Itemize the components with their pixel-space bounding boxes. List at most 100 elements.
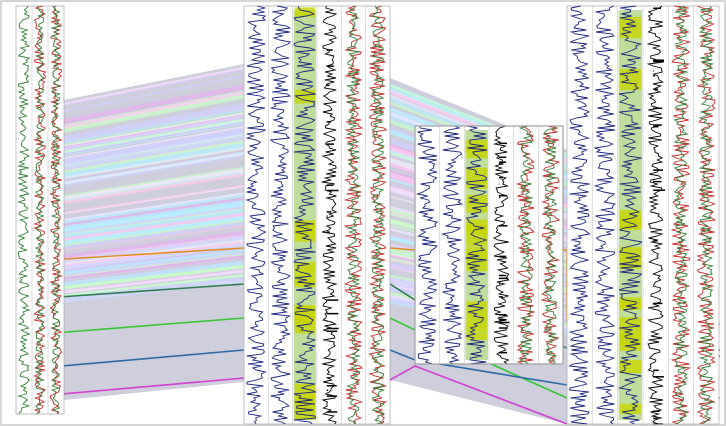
band-left-streak [64,155,244,187]
porosity-spike [326,121,332,123]
band-left-streak [64,91,244,129]
band-left-streak [64,118,244,153]
resistivity-curve [540,125,561,365]
sand-interval [466,167,487,189]
porosity-spike [498,274,507,277]
band-left-streak [64,230,244,256]
porosity-spike [653,180,662,183]
sand-interval [466,325,487,333]
band-left-streak [64,248,244,274]
porosity-spike [653,169,664,171]
well-log-columns[interactable] [15,5,720,425]
resistivity-curve [696,5,717,425]
sand-interval [466,224,487,246]
band-left-streak [64,149,244,181]
sand-interval [294,7,315,17]
porosity-spike [326,189,339,192]
band-left-streak [64,84,244,124]
resistivity-curve [48,5,63,415]
porosity-spike [326,84,330,87]
band-left-streak [64,264,244,289]
resistivity-secondary-curve [543,125,559,365]
porosity-spike [326,389,329,391]
lithology-curve [465,125,488,365]
sand-interval [466,219,487,228]
porosity-spike [326,312,339,315]
sand-interval [619,301,641,308]
porosity-spike [326,231,330,233]
porosity-spike [498,318,507,321]
porosity-spike [498,282,501,285]
resistivity-secondary-curve [50,5,62,415]
sand-interval [619,403,641,414]
porosity-spike [326,143,334,145]
band-left-streak [64,66,244,105]
lithology-curve [618,5,643,425]
selection-overlay[interactable] [414,125,564,365]
porosity-spike [498,161,507,163]
band-left-streak [64,260,244,287]
porosity-spike [498,196,501,199]
porosity-spike [498,255,507,258]
band-left-streak [64,152,244,185]
sand-interval [466,194,487,213]
well-column-w2[interactable] [243,5,391,425]
porosity-spike [498,351,508,354]
band-left-streak [64,216,244,245]
density-curve [245,5,267,425]
porosity-spike [498,277,509,280]
lithology-curve [292,5,317,425]
porosity-spike [653,369,659,372]
porosity-spike [498,327,508,329]
porosity-spike [326,65,334,67]
porosity-spike [653,189,666,191]
density-curve [568,5,591,425]
well-column-w4[interactable] [566,5,720,425]
band-left-streak [64,255,244,280]
porosity-spike [653,124,662,126]
well-column-w3[interactable] [414,125,564,365]
resistivity-curve [32,5,47,415]
well-column-w1[interactable] [15,5,65,415]
resistivity-secondary-curve [698,5,715,425]
porosity-spike [653,7,661,10]
resistivity-secondary-curve [518,125,534,365]
porosity-spike [326,49,333,51]
porosity-spike [653,70,654,72]
band-left-streak [64,121,244,155]
sand-interval [619,359,641,367]
density-curve [441,125,464,365]
band-left-streak [64,185,244,215]
porosity-spike [326,184,334,186]
porosity-spike [653,376,664,378]
density-curve [269,5,292,425]
band-left-streak [64,225,244,251]
band-left-streak [64,116,244,151]
porosity-spike [326,395,338,397]
band-left-streak [64,202,244,233]
porosity-spike [653,88,659,90]
porosity-spike [653,59,665,61]
porosity-spike [653,410,660,413]
porosity-spike [498,163,504,165]
porosity-spike [653,417,658,420]
porosity-spike [653,60,664,63]
porosity-spike [653,423,663,425]
band-left-streak [64,139,244,174]
band-left-streak [64,168,244,199]
selection-box[interactable] [414,125,564,365]
porosity-spike [498,296,503,298]
porosity-curve [492,125,510,365]
band-left-streak [64,269,244,294]
resistivity-secondary-curve [345,5,362,425]
density-curve [593,5,616,425]
porosity-spike [326,377,330,379]
band-left-streak [64,94,244,133]
band-left-streak [64,135,244,171]
porosity-spike [498,314,507,316]
porosity-spike [326,211,332,213]
sand-interval [619,17,641,39]
band-left-streak [64,172,244,205]
